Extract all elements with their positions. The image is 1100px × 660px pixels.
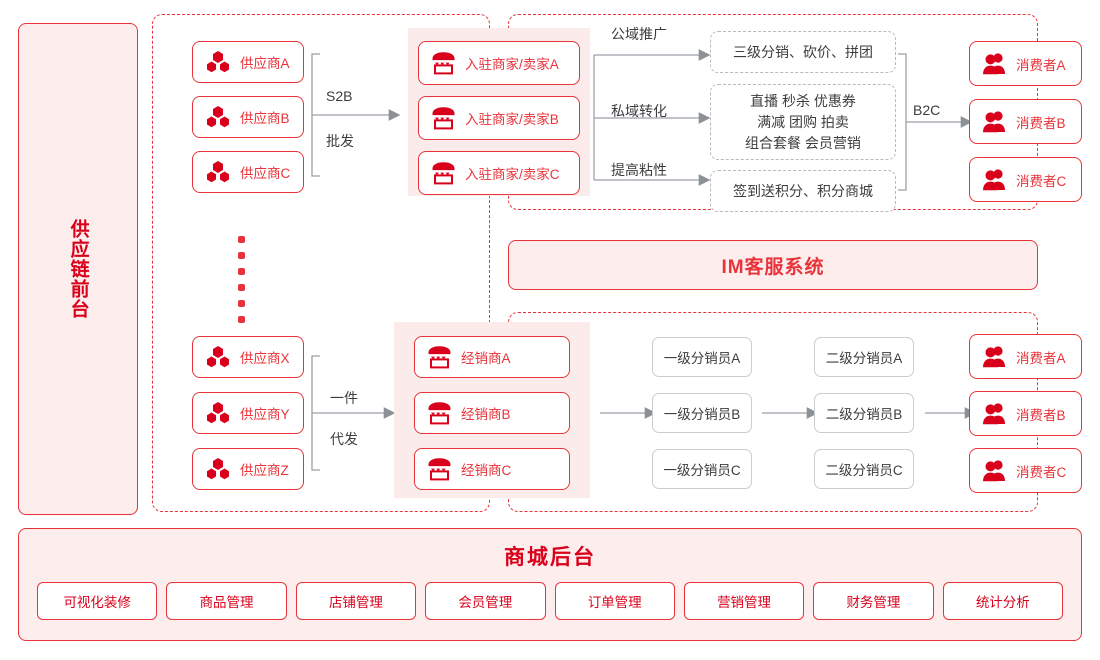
hexagons-icon: [205, 50, 231, 74]
feature-box-points: 签到送积分、积分商城: [710, 170, 896, 212]
supplier-node-y[interactable]: 供应商Y: [192, 392, 304, 434]
merchant-node-c[interactable]: 入驻商家/卖家C: [418, 151, 580, 195]
im-service-bar: IM客服系统: [508, 240, 1038, 290]
consumer-node-top-c[interactable]: 消费者C: [969, 157, 1082, 202]
backend-title: 商城后台: [504, 546, 596, 569]
backend-button-store-management[interactable]: 店铺管理: [295, 582, 417, 620]
feature-box-marketing: 直播 秒杀 优惠券 满减 团购 拍卖 组合套餐 会员营销: [710, 84, 896, 160]
merchant-label: 入驻商家/卖家A: [465, 57, 559, 72]
hexagons-icon: [205, 401, 231, 425]
level2-label: 二级分销员C: [825, 463, 903, 478]
store-icon: [431, 106, 456, 130]
store-icon: [427, 457, 452, 481]
feature-box-distribution: 三级分销、砍价、拼团: [710, 31, 896, 73]
hexagons-icon: [205, 345, 231, 369]
dealer-node-b[interactable]: 经销商B: [414, 392, 570, 434]
backend-button-row: 可视化装修 商品管理 店铺管理 会员管理 订单管理 营销管理 财务管理 统计分析: [37, 582, 1063, 620]
supplier-label: 供应商Z: [240, 463, 289, 478]
dealer-label: 经销商A: [461, 351, 511, 366]
level1-label: 一级分销员B: [663, 407, 741, 422]
im-service-label: IM客服系统: [721, 256, 825, 278]
channel-label-private: 私域转化: [611, 103, 667, 119]
s2b-label-top: S2B: [326, 88, 353, 104]
side-panel-label: 供应链前台: [67, 219, 89, 319]
hexagons-icon: [205, 160, 231, 184]
backend-button-member-management[interactable]: 会员管理: [425, 582, 546, 620]
hexagons-icon: [205, 105, 231, 129]
consumer-node-bottom-a[interactable]: 消费者A: [969, 334, 1082, 379]
merchant-node-a[interactable]: 入驻商家/卖家A: [418, 41, 580, 85]
supplier-label: 供应商X: [240, 351, 290, 366]
backend-button-statistics-analysis[interactable]: 统计分析: [942, 582, 1063, 620]
feature-line: 满减 团购 拍卖: [757, 113, 849, 130]
dealer-label: 经销商C: [461, 463, 512, 478]
level2-label: 二级分销员A: [825, 351, 903, 366]
level2-distributor-a[interactable]: 二级分销员A: [814, 337, 914, 377]
feature-line: 直播 秒杀 优惠券: [750, 92, 856, 109]
consumers-icon: [982, 345, 1007, 368]
supplier-label: 供应商A: [240, 56, 290, 71]
merchant-label: 入驻商家/卖家C: [465, 167, 560, 182]
backend-button-product-management[interactable]: 商品管理: [166, 582, 287, 620]
b2c-label: B2C: [913, 102, 941, 118]
consumer-node-bottom-c[interactable]: 消费者C: [969, 448, 1082, 493]
consumers-icon: [982, 168, 1007, 191]
supplier-node-c[interactable]: 供应商C: [192, 151, 304, 193]
dealer-node-a[interactable]: 经销商A: [414, 336, 570, 378]
backend-button-marketing-management[interactable]: 营销管理: [683, 582, 805, 620]
store-icon: [431, 51, 456, 75]
dealer-label: 经销商B: [461, 407, 511, 422]
consumer-label: 消费者A: [1016, 350, 1066, 366]
consumers-icon: [982, 52, 1007, 75]
channel-label-stickiness: 提高粘性: [611, 162, 667, 178]
feature-line: 签到送积分、积分商城: [733, 182, 873, 199]
level1-distributor-a[interactable]: 一级分销员A: [652, 337, 752, 377]
consumers-icon: [982, 459, 1007, 482]
dropship-label-bottom: 代发: [330, 431, 358, 447]
merchant-node-b[interactable]: 入驻商家/卖家B: [418, 96, 580, 140]
backend-button-finance-management[interactable]: 财务管理: [813, 582, 934, 620]
backend-button-visual-design[interactable]: 可视化装修: [37, 582, 158, 620]
consumer-node-bottom-b[interactable]: 消费者B: [969, 391, 1082, 436]
supplier-label: 供应商B: [240, 111, 290, 126]
store-icon: [431, 161, 456, 185]
supplier-label: 供应商Y: [240, 407, 290, 422]
supply-dashed-container: [152, 14, 490, 512]
backend-button-order-management[interactable]: 订单管理: [554, 582, 675, 620]
level1-label: 一级分销员A: [663, 351, 741, 366]
vertical-dotted-divider: [238, 236, 245, 332]
store-icon: [427, 401, 452, 425]
consumers-icon: [982, 402, 1007, 425]
level2-distributor-b[interactable]: 二级分销员B: [814, 393, 914, 433]
consumer-label: 消费者B: [1016, 407, 1066, 423]
consumer-node-top-b[interactable]: 消费者B: [969, 99, 1082, 144]
level1-distributor-c[interactable]: 一级分销员C: [652, 449, 752, 489]
backend-panel: 商城后台 可视化装修 商品管理 店铺管理 会员管理 订单管理 营销管理 财务管理…: [18, 528, 1082, 641]
consumers-icon: [982, 110, 1007, 133]
dropship-label-top: 一件: [330, 390, 358, 406]
level2-label: 二级分销员B: [825, 407, 903, 422]
merchant-label: 入驻商家/卖家B: [465, 112, 559, 127]
s2b-label-bottom: 批发: [326, 133, 354, 149]
level1-label: 一级分销员C: [663, 463, 741, 478]
consumer-node-top-a[interactable]: 消费者A: [969, 41, 1082, 86]
store-icon: [427, 345, 452, 369]
consumer-label: 消费者A: [1016, 57, 1066, 73]
feature-line: 三级分销、砍价、拼团: [733, 43, 873, 60]
supplier-node-b[interactable]: 供应商B: [192, 96, 304, 138]
feature-line: 组合套餐 会员营销: [745, 134, 861, 151]
channel-label-public: 公域推广: [611, 26, 667, 42]
consumer-label: 消费者C: [1016, 464, 1067, 480]
level1-distributor-b[interactable]: 一级分销员B: [652, 393, 752, 433]
supplier-label: 供应商C: [240, 166, 291, 181]
supply-chain-front-panel: 供应链前台: [18, 23, 138, 515]
supplier-node-z[interactable]: 供应商Z: [192, 448, 304, 490]
supplier-node-x[interactable]: 供应商X: [192, 336, 304, 378]
hexagons-icon: [205, 457, 231, 481]
consumer-label: 消费者B: [1016, 115, 1066, 131]
level2-distributor-c[interactable]: 二级分销员C: [814, 449, 914, 489]
consumer-label: 消费者C: [1016, 173, 1067, 189]
dealer-node-c[interactable]: 经销商C: [414, 448, 570, 490]
supplier-node-a[interactable]: 供应商A: [192, 41, 304, 83]
